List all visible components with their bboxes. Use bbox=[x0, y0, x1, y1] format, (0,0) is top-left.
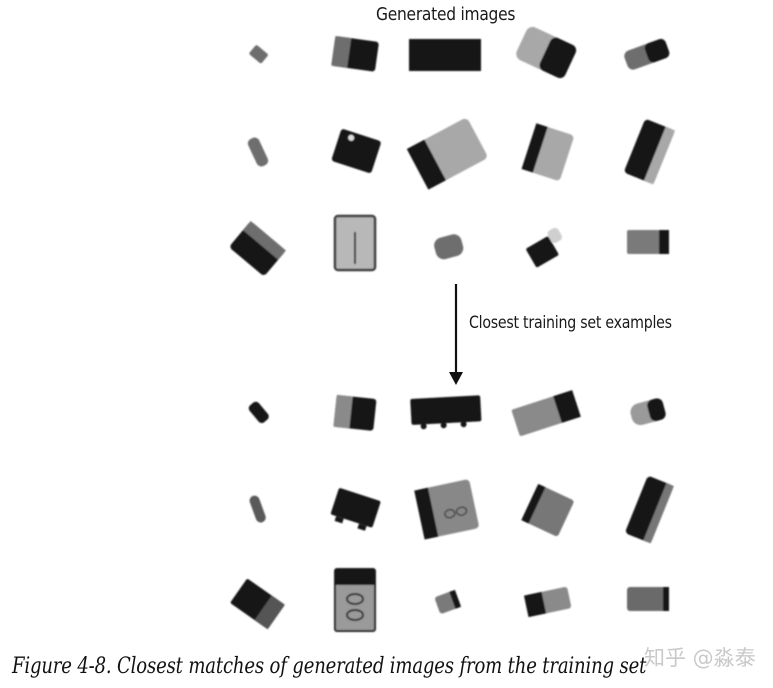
brick-image-icon bbox=[333, 394, 377, 431]
training-image-r2-c3 bbox=[403, 470, 493, 550]
brick-image-icon bbox=[331, 129, 381, 173]
down-arrow-icon bbox=[449, 284, 463, 385]
brick-image-icon bbox=[249, 45, 268, 64]
training-image-r1-c3 bbox=[403, 373, 493, 453]
generated-image-r1-c1 bbox=[213, 15, 303, 95]
generated-image-r1-c4 bbox=[502, 15, 592, 95]
training-image-r3-c3 bbox=[403, 563, 493, 643]
brick-image-icon bbox=[627, 587, 669, 611]
training-image-r1-c2 bbox=[311, 373, 401, 453]
brick-image-icon bbox=[331, 35, 379, 72]
brick-image-icon bbox=[434, 234, 464, 260]
generated-image-r3-c3 bbox=[403, 208, 493, 288]
figure-caption: Figure 4-8. Closest matches of generated… bbox=[12, 654, 647, 679]
training-image-r2-c2 bbox=[311, 470, 401, 550]
generated-image-r2-c5 bbox=[603, 112, 693, 192]
training-image-r2-c4 bbox=[502, 470, 592, 550]
training-image-r3-c4 bbox=[502, 563, 592, 643]
closest-training-examples-label: Closest training set examples bbox=[469, 313, 672, 332]
generated-image-r2-c3 bbox=[403, 112, 493, 192]
brick-image-icon bbox=[627, 230, 669, 254]
generated-image-r3-c2 bbox=[311, 208, 401, 288]
brick-image-icon bbox=[333, 214, 377, 272]
brick-image-icon bbox=[330, 488, 381, 531]
brick-image-icon bbox=[247, 137, 269, 167]
brick-image-icon bbox=[625, 476, 674, 544]
generated-image-r2-c1 bbox=[213, 112, 303, 192]
watermark: 知乎 @淼泰 bbox=[644, 646, 756, 670]
brick-image-icon bbox=[521, 123, 574, 181]
brick-image-icon bbox=[511, 390, 581, 436]
training-image-r2-c1 bbox=[213, 470, 303, 550]
brick-image-icon bbox=[230, 220, 286, 275]
brick-image-icon bbox=[248, 401, 269, 424]
generated-image-r1-c3 bbox=[403, 15, 493, 95]
training-image-r2-c5 bbox=[603, 470, 693, 550]
generated-image-r3-c5 bbox=[603, 208, 693, 288]
generated-image-r3-c4 bbox=[502, 208, 592, 288]
generated-image-r1-c2 bbox=[311, 15, 401, 95]
brick-image-icon bbox=[410, 395, 482, 430]
training-image-r1-c5 bbox=[603, 373, 693, 453]
brick-image-icon bbox=[230, 579, 285, 630]
training-image-r1-c4 bbox=[502, 373, 592, 453]
brick-image-icon bbox=[523, 587, 572, 618]
brick-image-icon bbox=[334, 568, 376, 632]
brick-image-icon bbox=[406, 118, 487, 190]
training-image-r1-c1 bbox=[213, 373, 303, 453]
brick-image-icon bbox=[435, 589, 462, 614]
brick-image-icon bbox=[521, 483, 574, 537]
brick-image-icon bbox=[516, 26, 577, 79]
brick-image-icon bbox=[409, 39, 481, 71]
brick-image-icon bbox=[624, 119, 676, 185]
training-image-r3-c5 bbox=[603, 563, 693, 643]
brick-image-icon bbox=[630, 398, 666, 426]
generated-images-label: Generated images bbox=[376, 4, 516, 25]
training-image-r3-c2 bbox=[311, 563, 401, 643]
brick-image-icon bbox=[624, 38, 670, 70]
generated-image-r3-c1 bbox=[213, 208, 303, 288]
training-image-r3-c1 bbox=[213, 563, 303, 643]
brick-image-icon bbox=[414, 479, 479, 540]
generated-image-r2-c2 bbox=[311, 112, 401, 192]
brick-image-icon bbox=[249, 495, 266, 523]
generated-image-r2-c4 bbox=[502, 112, 592, 192]
brick-image-icon bbox=[526, 227, 562, 268]
generated-image-r1-c5 bbox=[603, 15, 693, 95]
